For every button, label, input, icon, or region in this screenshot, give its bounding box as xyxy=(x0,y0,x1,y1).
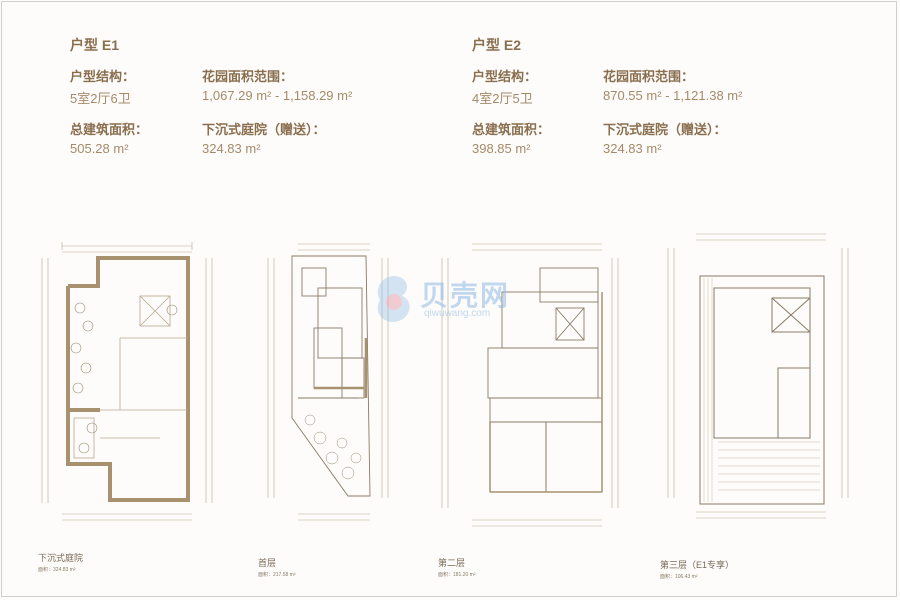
watermark-domain: qiwuwang.com xyxy=(424,308,491,319)
third-floor-area: 面积：106.43 m² xyxy=(660,574,698,580)
e1-structure-label: 户型结构： xyxy=(70,69,136,84)
watermark-brand: 贝壳网 xyxy=(420,280,511,311)
ground-floor-area: 面积：217.58 m² xyxy=(258,572,296,578)
third-floor-caption: 第三层（E1专享） xyxy=(660,560,735,570)
e2-gfa-value: 398.85 m² xyxy=(472,141,531,156)
e2-structure-value: 4室2厅5卫 xyxy=(472,91,533,106)
second-floor-caption: 第二层 xyxy=(438,558,466,568)
e2-structure-label: 户型结构： xyxy=(472,69,538,84)
e1-title: 户型 E1 xyxy=(70,37,120,53)
e2-sunken-label: 下沉式庭院（赠送）： xyxy=(603,122,727,137)
e2-garden-label: 花园面积范围： xyxy=(603,69,695,84)
e1-sunken-label: 下沉式庭院（赠送）： xyxy=(202,122,326,137)
watermark-logo-icon xyxy=(377,276,410,322)
e1-garden-label: 花园面积范围： xyxy=(202,69,294,84)
e2-garden-value: 870.55 m² - 1,121.38 m² xyxy=(603,88,743,103)
third-floor-plan xyxy=(667,233,849,519)
e1-structure-value: 5室2厅6卫 xyxy=(70,91,131,106)
e2-sunken-value: 324.83 m² xyxy=(603,141,662,156)
second-floor-plan xyxy=(441,243,619,527)
second-floor-area: 面积：181.20 m² xyxy=(438,572,476,578)
e1-gfa-label: 总建筑面积： xyxy=(70,122,149,137)
e1-garden-value: 1,067.29 m² - 1,158.29 m² xyxy=(202,88,353,103)
e1-gfa-value: 505.28 m² xyxy=(70,141,129,156)
e2-gfa-label: 总建筑面积： xyxy=(472,122,551,137)
ground-floor-plan xyxy=(267,243,389,521)
site-watermark: 贝壳网 qiwuwang.com xyxy=(372,270,562,330)
sunken-courtyard-caption: 下沉式庭院 xyxy=(38,553,84,563)
sunken-courtyard-area: 面积：324.83 m² xyxy=(38,567,76,573)
sunken-courtyard-floor-plan xyxy=(41,242,213,521)
ground-floor-caption: 首层 xyxy=(258,558,277,568)
e1-sunken-value: 324.83 m² xyxy=(202,141,261,156)
e2-title: 户型 E2 xyxy=(472,37,522,53)
